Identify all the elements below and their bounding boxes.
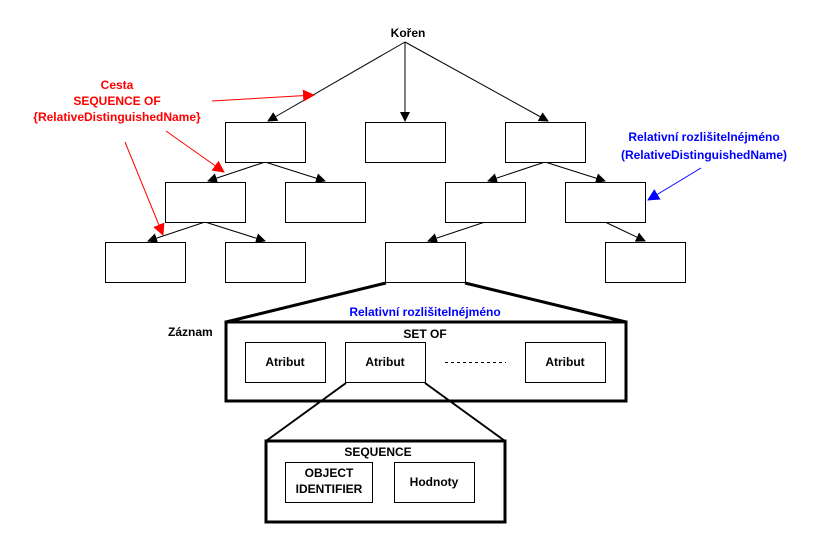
blue-arrow — [647, 167, 702, 201]
path-annotation-line: Cesta — [101, 78, 134, 92]
oid-label-line: IDENTIFIER — [296, 482, 363, 496]
attribute-box — [525, 342, 606, 383]
edge-n11-n112 — [204, 221, 266, 244]
edge-n31-n311 — [427, 221, 486, 243]
red-arrow — [124, 141, 165, 236]
attribute-box-expanded — [345, 342, 426, 383]
rdn-annotation-line: Relativní rozlišitelnéjméno — [628, 130, 779, 144]
entry-rdn-title: Relativní rozlišitelnéjméno — [349, 305, 500, 319]
tree-node — [165, 182, 246, 223]
values-box — [394, 462, 475, 503]
tree-node — [225, 122, 306, 163]
expansion-lines — [225, 281, 627, 324]
attribute-label: Atribut — [365, 355, 404, 369]
red-arrow — [211, 89, 315, 102]
values-label: Hodnoty — [410, 475, 459, 489]
tree-node — [105, 242, 186, 283]
tree-node — [445, 182, 526, 223]
red-arrow — [165, 130, 225, 173]
edge-n3-n31 — [487, 161, 546, 183]
tree-node-expanded — [385, 242, 466, 283]
attribute-label: Atribut — [265, 355, 304, 369]
rdn-annotation-line: (RelativeDistinguishedName) — [621, 148, 787, 162]
attribute-expansion-lines — [265, 382, 506, 442]
path-annotation-line: SEQUENCE OF — [73, 94, 160, 108]
tree-node — [605, 242, 686, 283]
edge-n1-n12 — [264, 161, 326, 184]
edge-n32-n321 — [604, 221, 646, 242]
tree-node — [225, 242, 306, 283]
path-annotation: Cesta SEQUENCE OF {RelativeDistinguished… — [33, 78, 201, 124]
tree-node — [365, 122, 446, 163]
rdn-annotation: Relativní rozlišitelnéjméno (RelativeDis… — [621, 130, 787, 162]
path-annotation-line: {RelativeDistinguishedName} — [33, 110, 201, 124]
edge-n1-n11 — [207, 161, 266, 183]
oid-box — [285, 462, 373, 503]
set-of-label: SET OF — [403, 327, 446, 341]
sequence-label: SEQUENCE — [344, 445, 411, 459]
entry-side-label: Záznam — [168, 325, 213, 339]
edge-n11-n111 — [147, 221, 206, 243]
edge-root-n1 — [267, 41, 406, 122]
edge-root-n3 — [404, 41, 549, 122]
oid-label-line: OBJECT — [305, 466, 354, 480]
tree-node — [505, 122, 586, 163]
tree-node — [285, 182, 366, 223]
root-label: Kořen — [391, 26, 426, 40]
edge-n3-n32 — [544, 161, 606, 184]
tree-node — [565, 182, 646, 223]
attribute-label: Atribut — [545, 355, 584, 369]
attribute-box — [245, 342, 326, 383]
tree-edges — [147, 41, 646, 244]
path-arrows — [124, 89, 315, 236]
